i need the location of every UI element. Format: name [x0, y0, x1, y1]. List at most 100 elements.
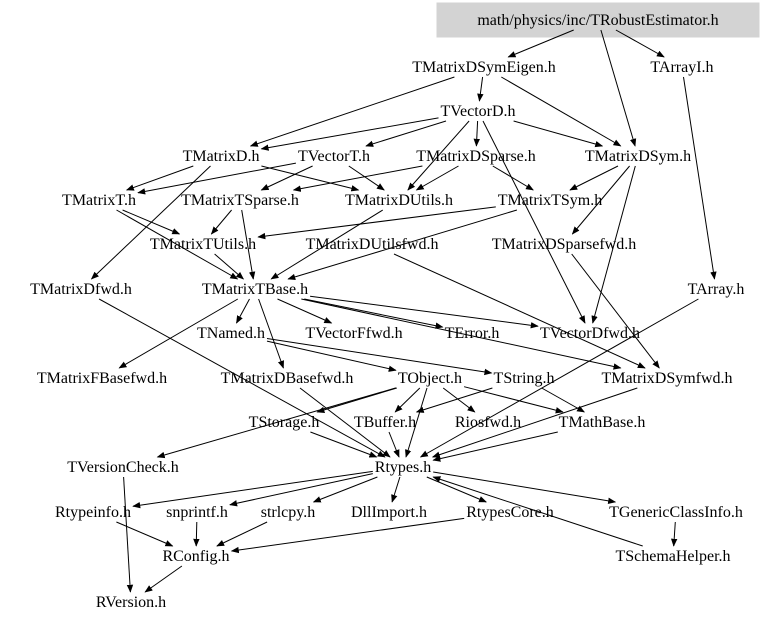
node-riosfwd-h: Riosfwd.h — [455, 414, 521, 431]
node-tnamed-h: TNamed.h — [197, 325, 265, 342]
edge-n7-n14 — [571, 165, 630, 235]
edge-n34-n39 — [193, 521, 200, 547]
edge-n10-n16 — [270, 209, 384, 280]
edge-n24-n28 — [394, 387, 421, 413]
node-tgenericclassinfo-h: TGenericClassInfo.h — [609, 504, 743, 521]
node-snprintf-h: snprintf.h — [166, 504, 228, 521]
edge-n32-n36 — [391, 476, 401, 503]
node-strlcpy-h: strlcpy.h — [261, 504, 316, 521]
edge-n24-n29 — [442, 387, 476, 413]
node-tmatrixtsym-h: TMatrixTSym.h — [498, 192, 602, 209]
edge-n30-n32 — [432, 431, 558, 462]
node-tmatrixdsparse-h: TMatrixDSparse.h — [416, 148, 536, 165]
edge-n16-n22 — [118, 298, 239, 369]
node-tmathbase-h: TMathBase.h — [559, 414, 646, 431]
edge-n24-n31 — [156, 387, 397, 459]
edge-n25-n30 — [541, 387, 585, 413]
edge-n12-n16 — [214, 253, 245, 280]
node-math-physics-inc-trobustestimator-h: math/physics/inc/TRobustEstimator.h — [477, 12, 718, 29]
edge-n3-n7 — [513, 120, 604, 148]
edge-n16-n26 — [301, 298, 622, 370]
node-tmatrixt-h: TMatrixT.h — [62, 192, 136, 209]
edge-n32-n37 — [426, 476, 487, 503]
node-terror-h: TError.h — [445, 325, 500, 342]
edge-n8-n16 — [116, 209, 239, 280]
root-node-highlight — [436, 2, 760, 38]
node-rversion-h: RVersion.h — [96, 594, 166, 611]
edge-n16-n19 — [277, 298, 333, 324]
edge-n1-n3 — [477, 76, 484, 102]
edge-n3-n5 — [365, 120, 447, 147]
node-tmatrixtutils-h: TMatrixTUtils.h — [150, 236, 256, 253]
node-tvectordfwd-h: TVectorDfwd.h — [540, 325, 640, 342]
edge-n9-n16 — [241, 209, 256, 280]
edge-n11-n12 — [257, 206, 496, 240]
edges-layer — [90, 29, 717, 593]
node-rtypescore-h: RtypesCore.h — [466, 504, 554, 521]
edge-n35-n39 — [216, 521, 268, 547]
node-tvectort-h: TVectorT.h — [298, 148, 370, 165]
node-tmatrixtsparse-h: TMatrixTSparse.h — [181, 192, 299, 209]
edge-n2-n17 — [683, 76, 717, 280]
edge-n15-n32 — [98, 298, 386, 458]
edge-n3-n10 — [407, 120, 470, 191]
edge-n4-n10 — [261, 165, 360, 192]
node-tversioncheck-h: TVersionCheck.h — [67, 459, 179, 476]
edge-n17-n32 — [419, 298, 699, 458]
edge-n38-n40 — [670, 521, 678, 547]
edge-n40-n32 — [432, 476, 643, 547]
edge-n5-n8 — [137, 162, 296, 195]
edge-n7-n21 — [591, 165, 636, 324]
edge-n1-n7 — [501, 76, 622, 147]
edge-n24-n30 — [463, 386, 564, 414]
nodes-layer: math/physics/inc/TRobustEstimator.hTMatr… — [30, 12, 744, 611]
edge-n3-n6 — [473, 120, 480, 147]
edge-n16-n20 — [304, 298, 444, 329]
edge-n28-n32 — [388, 431, 400, 458]
edge-n3-n4 — [260, 117, 439, 151]
edge-n11-n16 — [287, 209, 518, 280]
edge-n16-n23 — [258, 298, 284, 369]
edge-n24-n32 — [405, 387, 428, 458]
edge-n14-n26 — [571, 253, 660, 369]
node-tmatrixdsparsefwd-h: TMatrixDSparsefwd.h — [492, 236, 636, 253]
edge-n23-n32 — [299, 387, 391, 458]
edge-n26-n32 — [431, 387, 638, 458]
edge-n5-n9 — [260, 165, 313, 191]
node-tmatrixdbasefwd-h: TMatrixDBasefwd.h — [221, 370, 354, 387]
node-dllimport-h: DllImport.h — [351, 504, 427, 521]
edge-n37-n39 — [230, 517, 465, 554]
edge-n13-n26 — [393, 253, 646, 369]
node-tmatrixdutils-h: TMatrixDUtils.h — [345, 192, 453, 209]
edge-n8-n12 — [122, 209, 181, 235]
edge-n3-n21 — [482, 120, 586, 324]
edge-n6-n9 — [292, 165, 423, 192]
node-rconfig-h: RConfig.h — [162, 548, 229, 565]
node-tvectorffwd-h: TVectorFfwd.h — [305, 325, 402, 342]
node-rtypeinfo-h: Rtypeinfo.h — [55, 504, 131, 521]
edge-n1-n4 — [249, 76, 455, 147]
edge-n25-n28 — [415, 387, 493, 413]
edge-n32-n38 — [433, 471, 617, 504]
edge-n6-n10 — [415, 165, 459, 191]
edge-n7-n11 — [569, 165, 619, 191]
node-tstring-h: TString.h — [494, 370, 555, 387]
edge-n27-n32 — [310, 431, 378, 458]
edge-n31-n41 — [123, 476, 134, 593]
edge-n16-n21 — [310, 295, 539, 329]
edge-n4-n8 — [125, 165, 194, 191]
node-tmatrixdsymfwd-h: TMatrixDSymfwd.h — [601, 370, 732, 387]
node-rtypes-h: Rtypes.h — [375, 459, 431, 476]
node-tmatrixdsymeigen-h: TMatrixDSymEigen.h — [412, 59, 556, 76]
node-tarrayi-h: TArrayI.h — [650, 59, 713, 76]
edge-n5-n10 — [348, 165, 385, 191]
node-tmatrixfbasefwd-h: TMatrixFBasefwd.h — [37, 370, 167, 387]
node-tmatrixd-h: TMatrixD.h — [183, 148, 260, 165]
edge-n32-n34 — [229, 473, 373, 507]
node-tbuffer-h: TBuffer.h — [354, 414, 416, 431]
edge-n39-n41 — [144, 565, 183, 593]
edge-n18-n25 — [266, 338, 493, 376]
node-tobject-h: TObject.h — [398, 370, 462, 387]
node-tschemahelper-h: TSchemaHelper.h — [615, 548, 730, 565]
